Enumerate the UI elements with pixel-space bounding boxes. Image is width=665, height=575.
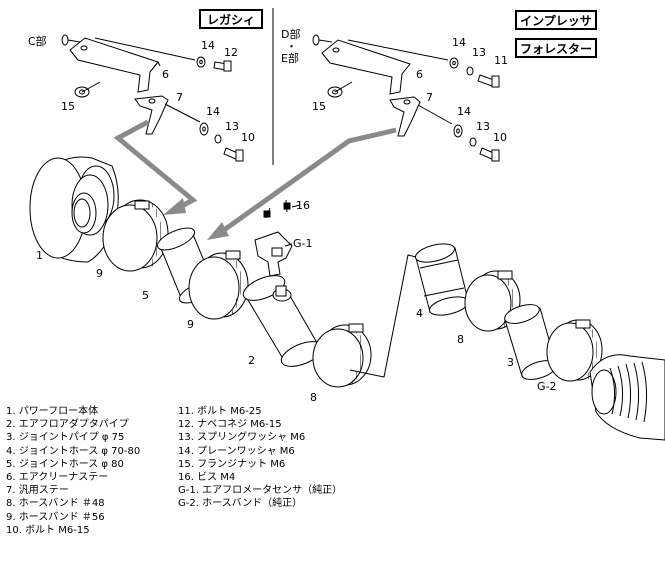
legend-item: 6. エアクリーナステー [6, 472, 109, 484]
callout-15-right: 15 [312, 100, 326, 113]
callout-g2: G-2 [537, 380, 557, 393]
callout-14-right-upper: 14 [452, 36, 466, 49]
impreza-mount-arrow [222, 127, 397, 233]
legend-item: G-2. ホースバンド（純正） [178, 498, 303, 510]
legend-item: 16. ビス M4 [178, 472, 236, 484]
hose-band-56-middle [188, 250, 249, 320]
forester-model-box: フォレスター [515, 38, 597, 58]
legacy-model-label: レガシィ [207, 12, 255, 27]
callout-2: 2 [248, 354, 255, 367]
legend-item: 12. ナベコネジ M6-15 [178, 419, 282, 431]
oem-hose-band [546, 319, 603, 382]
callout-5: 5 [142, 289, 149, 302]
callout-8-center: 8 [310, 391, 317, 404]
legend-item: 4. ジョイントホース φ 70-80 [6, 445, 141, 457]
callout-10-right: 10 [493, 131, 507, 144]
hose-band-48-center [312, 323, 372, 388]
legend-item: 11. ボルト M6-25 [178, 406, 262, 417]
callout-4: 4 [416, 307, 423, 320]
assembly-connector-line [349, 254, 421, 378]
legend-item: 9. ホースバンド ＃56 [6, 511, 105, 523]
mounting-arrows [113, 119, 397, 233]
legend-item: 3. ジョイントパイプ φ 75 [6, 432, 125, 444]
legend-item: 2. エアフロアダプタパイプ [6, 419, 129, 431]
power-flow-filter-body [29, 156, 119, 263]
callout-13-left: 13 [225, 120, 239, 133]
callout-14-right-lower: 14 [457, 105, 471, 118]
arrow-heads [163, 198, 229, 240]
callout-13-right-upper: 13 [472, 46, 486, 59]
legacy-model-box: レガシィ [199, 9, 263, 29]
d-part-label: D部 [281, 27, 300, 41]
legend-item: 1. パワーフロー本体 [6, 406, 99, 417]
impreza-model-label: インプレッサ [520, 13, 592, 28]
impreza-bracket-assembly [312, 34, 500, 162]
callout-3: 3 [507, 356, 514, 369]
joint-pipe-75 [504, 304, 557, 380]
legend-item: 5. ジョイントホース φ 80 [6, 458, 124, 470]
callout-6-right: 6 [416, 68, 423, 81]
callout-11: 11 [494, 54, 508, 67]
e-part-label: E部 [281, 51, 299, 65]
diagram-labels: C部 D部 ・ E部 14 12 6 7 15 14 13 10 14 13 1… [28, 27, 557, 404]
callout-10-left: 10 [241, 131, 255, 144]
airflow-adapter-pipe [242, 275, 324, 367]
callout-14-left-lower: 14 [206, 105, 220, 118]
legend-item: 7. 汎用ステー [6, 485, 69, 497]
callout-9-left: 9 [96, 267, 103, 280]
callout-6-left: 6 [162, 68, 169, 81]
legend-item: 15. フランジナット M6 [178, 458, 286, 470]
legacy-bracket-assembly [61, 34, 244, 162]
callout-9-middle: 9 [187, 318, 194, 331]
callout-8-right: 8 [457, 333, 464, 346]
legend-item: 14. プレーンワッシャ M6 [178, 445, 295, 457]
legend-item: G-1. エアフロメータセンサ（純正） [178, 485, 343, 497]
legend-item: 8. ホースバンド ＃48 [6, 498, 105, 510]
legend-item: 10. ボルト M6-15 [6, 524, 90, 536]
callout-7-right: 7 [426, 91, 433, 104]
oem-intake-duct [589, 354, 665, 441]
c-part-label: C部 [28, 34, 47, 48]
legacy-mount-arrow [113, 119, 198, 211]
impreza-model-box: インプレッサ [515, 10, 597, 30]
part-separator-dot: ・ [286, 40, 297, 53]
parts-legend-left: 1. パワーフロー本体 2. エアフロアダプタパイプ 3. ジョイントパイプ φ… [6, 405, 140, 537]
callout-7-left: 7 [176, 91, 183, 104]
forester-model-label: フォレスター [520, 42, 592, 56]
airflow-meter-sensor [254, 199, 301, 277]
callout-13-right-lower: 13 [476, 120, 490, 133]
parts-legend-right: 11. ボルト M6-25 12. ナベコネジ M6-15 13. スプリングワ… [178, 405, 342, 511]
callout-16: 16 [296, 199, 310, 212]
legend-item: 13. スプリングワッシャ M6 [178, 432, 306, 444]
callout-1: 1 [36, 249, 43, 262]
callout-14-left-upper: 14 [201, 39, 215, 52]
callout-g1: G-1 [293, 237, 313, 250]
callout-12: 12 [224, 46, 238, 59]
callout-15-left: 15 [61, 100, 75, 113]
